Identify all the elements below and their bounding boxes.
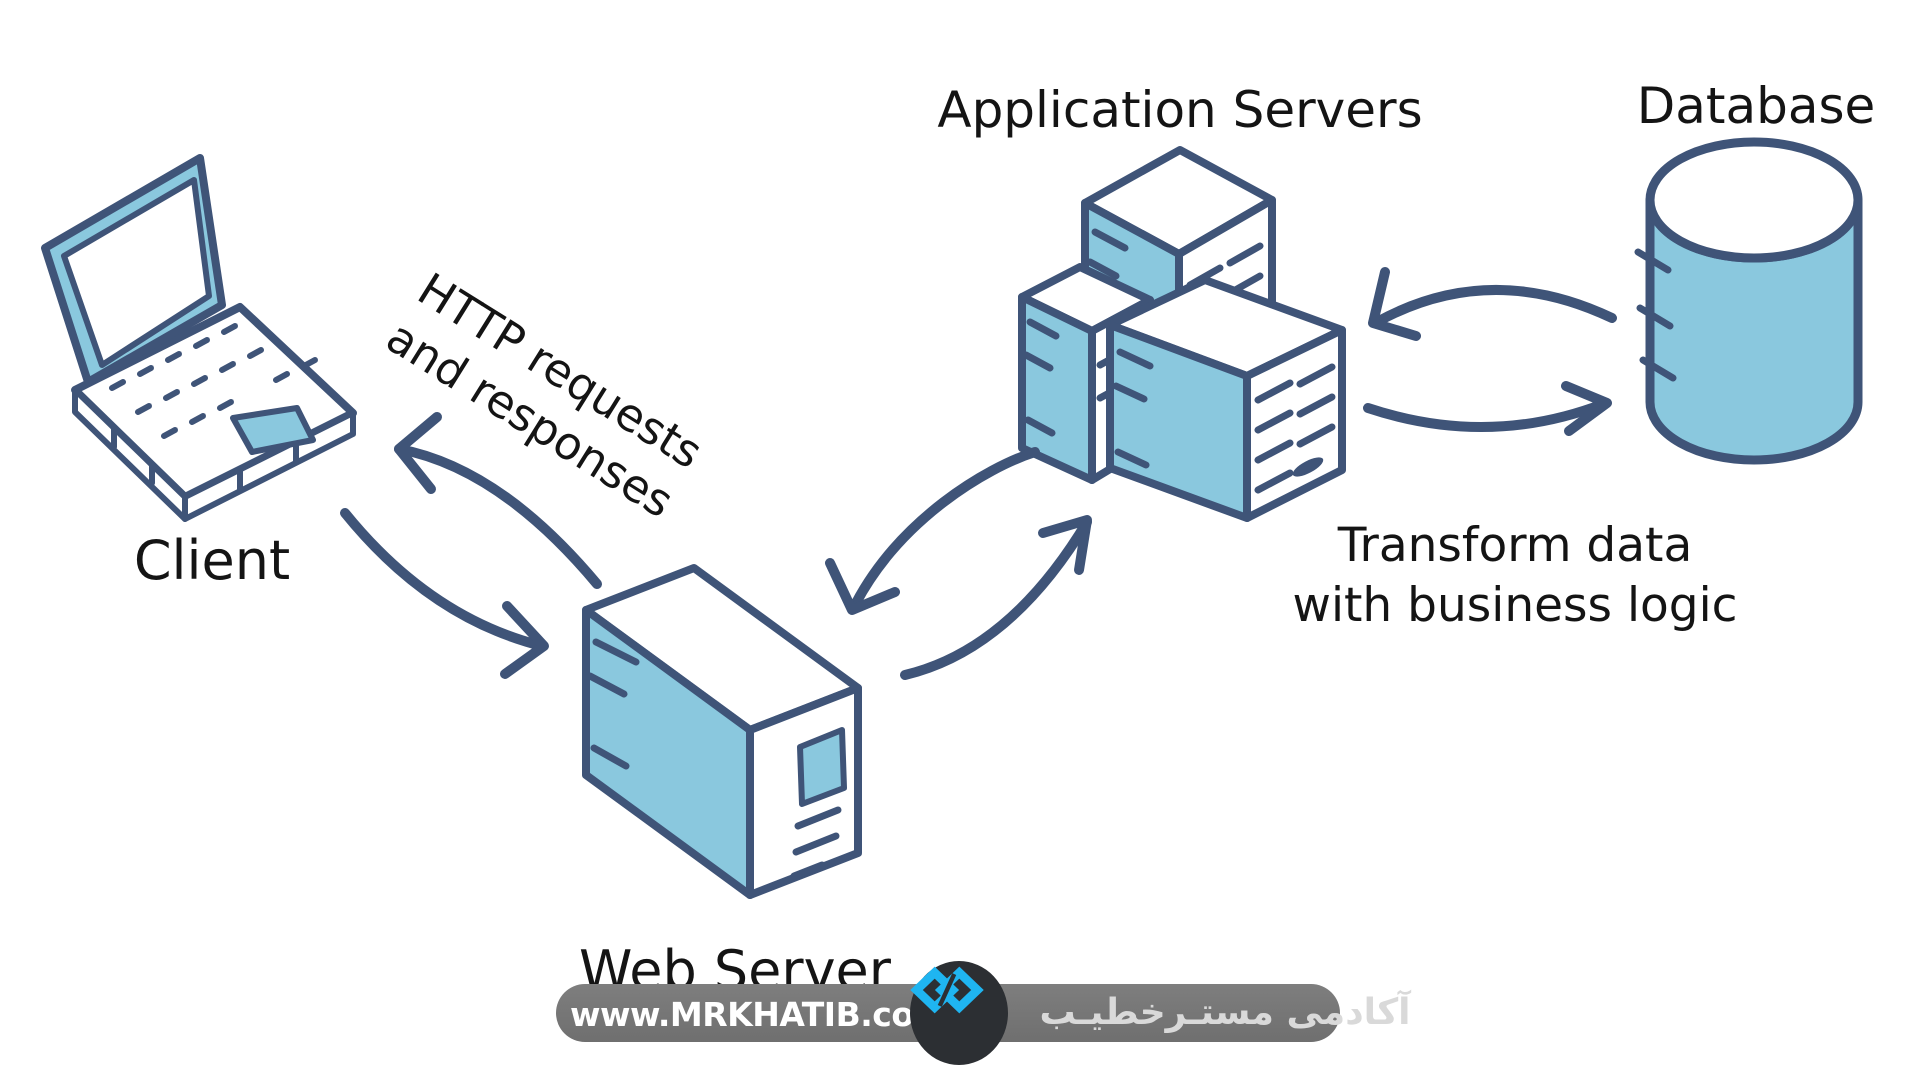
arrow-webserver-to-client bbox=[394, 412, 602, 589]
database-label: Database bbox=[1636, 77, 1876, 135]
application-servers-label: Application Servers bbox=[937, 81, 1423, 139]
app-server-box-right bbox=[1106, 276, 1346, 522]
laptop-icon bbox=[41, 154, 357, 522]
server-stack-icon bbox=[1018, 146, 1346, 522]
arrow-database-to-appservers bbox=[1368, 267, 1617, 341]
arrow-appservers-to-database bbox=[1363, 381, 1612, 436]
database-cylinder-icon bbox=[1634, 137, 1863, 465]
keyboard-keys bbox=[109, 323, 318, 439]
website-url: www.MRKHATIB.com bbox=[570, 995, 948, 1034]
arrow-webserver-to-appservers bbox=[900, 515, 1092, 680]
brand-name-persian: آکادمی مستـرخطیـب bbox=[1039, 992, 1411, 1033]
arrow-appservers-to-webserver bbox=[825, 447, 1040, 615]
client-label: Client bbox=[133, 529, 291, 592]
server-tower-icon bbox=[582, 564, 862, 899]
brand-logo-badge bbox=[910, 961, 1008, 1065]
transform-data-annotation: Transform data with business logic bbox=[1292, 518, 1738, 634]
arrow-client-to-webserver bbox=[340, 508, 549, 679]
brand-logo-icon bbox=[910, 966, 984, 1014]
